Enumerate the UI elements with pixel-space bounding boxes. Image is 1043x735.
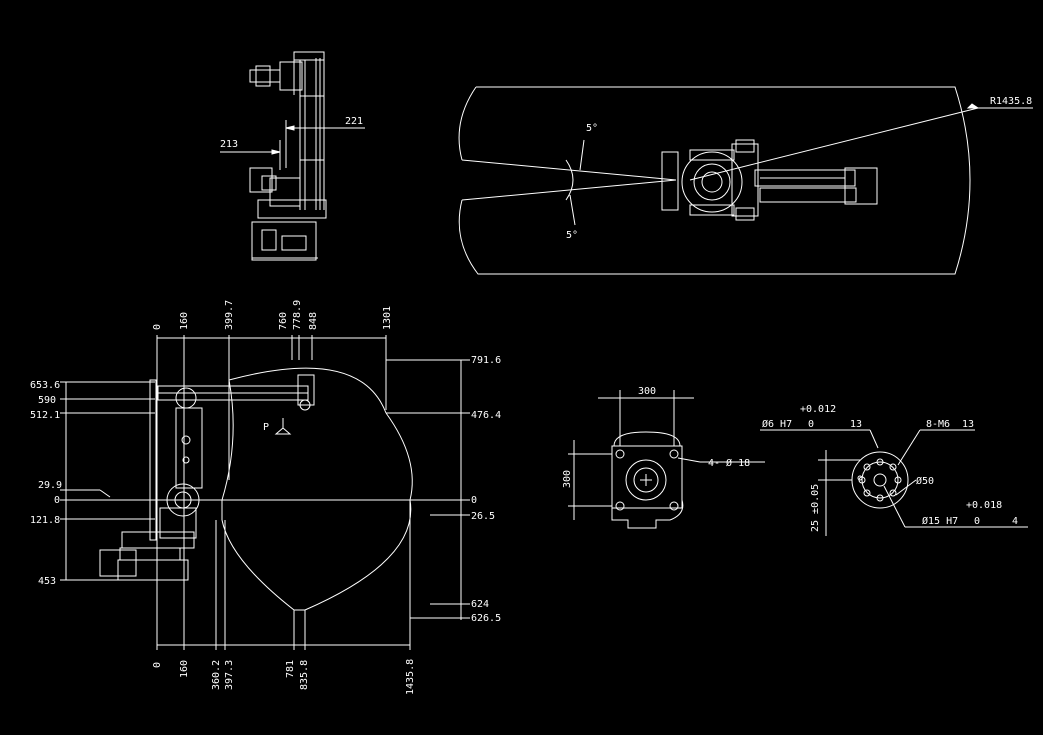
base-width-dim: 300: [638, 386, 656, 397]
dim-left-590: 590: [38, 395, 56, 406]
flange-pin-tol-zero: 0: [808, 419, 814, 430]
flange-dia-50: Ø50: [916, 475, 934, 487]
dim-bottom-0: 0: [152, 662, 163, 668]
dim-top-399-7: 399.7: [224, 300, 235, 330]
dim-top-0: 0: [152, 324, 163, 330]
dim-left-121-8: 121.8: [30, 515, 60, 526]
dim-221: 221: [345, 116, 363, 127]
top-view: [220, 51, 365, 261]
flange-thread-depth: 13: [962, 419, 974, 430]
dim-top-160: 160: [179, 312, 190, 330]
dim-left-453: 453: [38, 576, 56, 587]
dim-right-626-5: 626.5: [471, 613, 501, 624]
dim-top-760: 760: [278, 312, 289, 330]
dim-right-0: 0: [471, 495, 477, 506]
flange-bore-label: Ø15 H7: [922, 515, 958, 527]
dim-bottom-360-2: 360.2: [211, 660, 222, 690]
flange-offset-dim: 25 ±0.05: [810, 484, 821, 532]
point-p-label: P: [263, 422, 269, 433]
flange-bore-depth: 4: [1012, 516, 1018, 527]
angle-top-label: 5°: [586, 123, 598, 134]
angle-bottom-label: 5°: [566, 230, 578, 241]
dim-left-0: 0: [54, 495, 60, 506]
dim-right-624: 624: [471, 599, 489, 610]
base-height-dim: 300: [562, 470, 573, 488]
base-hole-label: 4- Ø 18: [708, 457, 750, 469]
dim-bottom-397-3: 397.3: [224, 660, 235, 690]
dim-left-512-1: 512.1: [30, 410, 60, 421]
plan-view: [458, 86, 1033, 275]
flange-tol-bottom: +0.018: [966, 500, 1002, 511]
dim-right-791-6: 791.6: [471, 355, 501, 366]
dim-right-26-5: 26.5: [471, 511, 495, 522]
side-bottom-dims: 0 160 360.2 397.3 781 835.8 1435.8: [152, 659, 416, 695]
dim-left-653-6: 653.6: [30, 380, 60, 391]
dim-right-476-4: 476.4: [471, 410, 501, 421]
flange-pin-label: Ø6 H7: [762, 418, 792, 430]
side-top-dims: 0 160 399.7 760 778.9 848 1301: [152, 300, 393, 330]
dim-top-848: 848: [308, 312, 319, 330]
flange-bore-tol-zero: 0: [974, 516, 980, 527]
dim-bottom-1435-8: 1435.8: [405, 659, 416, 695]
dim-bottom-781: 781: [285, 660, 296, 678]
dim-top-1301: 1301: [382, 306, 393, 330]
side-right-dims: 791.6 476.4 0 26.5 624 626.5: [471, 355, 501, 624]
side-view: [60, 335, 470, 650]
base-view: [568, 390, 765, 529]
flange-view: [760, 429, 1028, 536]
dim-bottom-835-8: 835.8: [299, 660, 310, 690]
radius-label: R1435.8: [990, 96, 1032, 107]
flange-pin-depth: 13: [850, 419, 862, 430]
dim-bottom-160: 160: [179, 660, 190, 678]
flange-tol-top: +0.012: [800, 404, 836, 415]
dim-213: 213: [220, 139, 238, 150]
dim-top-778-9: 778.9: [292, 300, 303, 330]
dim-left-29-9: 29.9: [38, 480, 62, 491]
side-left-dims: 653.6 590 512.1 29.9 0 121.8 453: [30, 380, 62, 587]
flange-thread-label: 8-M6: [926, 419, 950, 430]
